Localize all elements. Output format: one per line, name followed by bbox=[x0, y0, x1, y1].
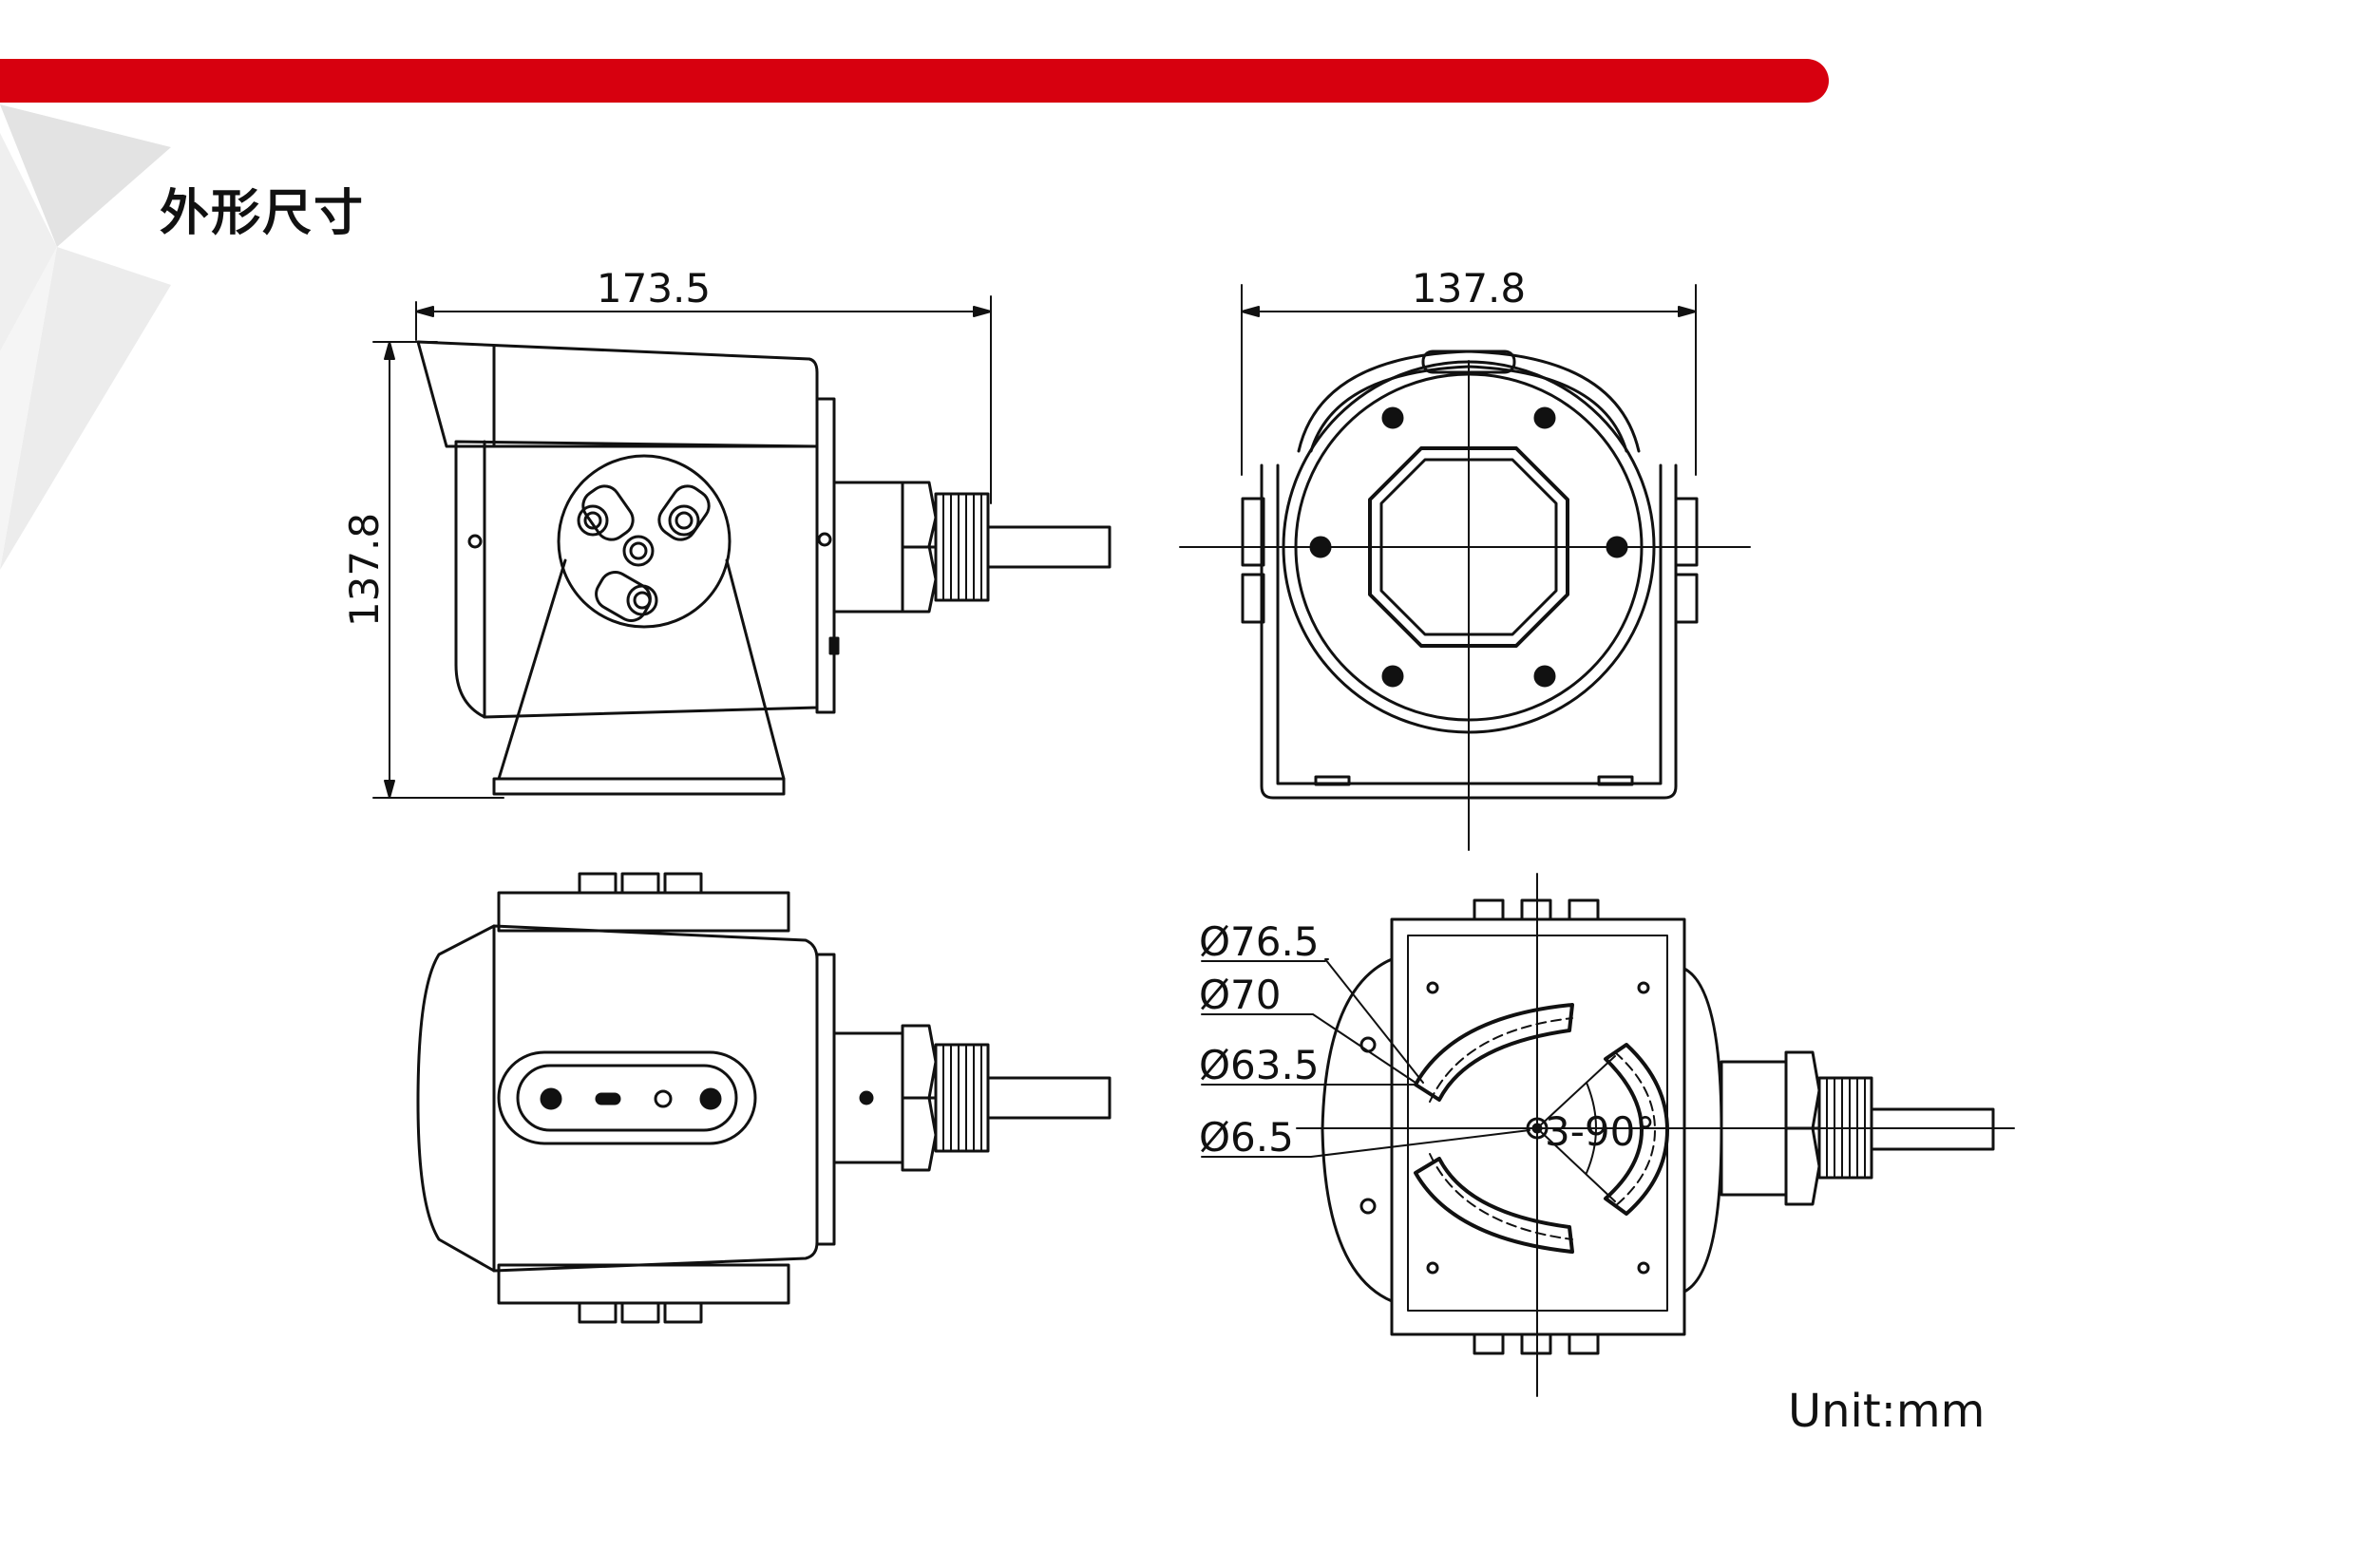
dim-outer-diameter: Ø76.5 bbox=[1199, 918, 1320, 965]
dim-inner-diameter: Ø63.5 bbox=[1199, 1042, 1320, 1088]
side-view bbox=[372, 295, 1112, 799]
top-red-bar bbox=[0, 59, 1829, 103]
dim-mid-diameter: Ø70 bbox=[1199, 972, 1282, 1018]
unit-label: Unit:mm bbox=[1788, 1385, 1986, 1438]
decorative-triangles bbox=[0, 104, 171, 570]
dim-side-height: 137.8 bbox=[341, 513, 388, 627]
front-view bbox=[1179, 284, 1751, 851]
dim-angle: 3-90° bbox=[1545, 1108, 1655, 1155]
bottom-view bbox=[1201, 873, 2015, 1397]
page-title: 外形尺寸 bbox=[160, 185, 366, 242]
dim-hole-diameter: Ø6.5 bbox=[1199, 1114, 1294, 1161]
top-view bbox=[416, 872, 1112, 1324]
dim-side-width: 173.5 bbox=[597, 265, 711, 312]
dim-front-width: 137.8 bbox=[1412, 265, 1526, 312]
